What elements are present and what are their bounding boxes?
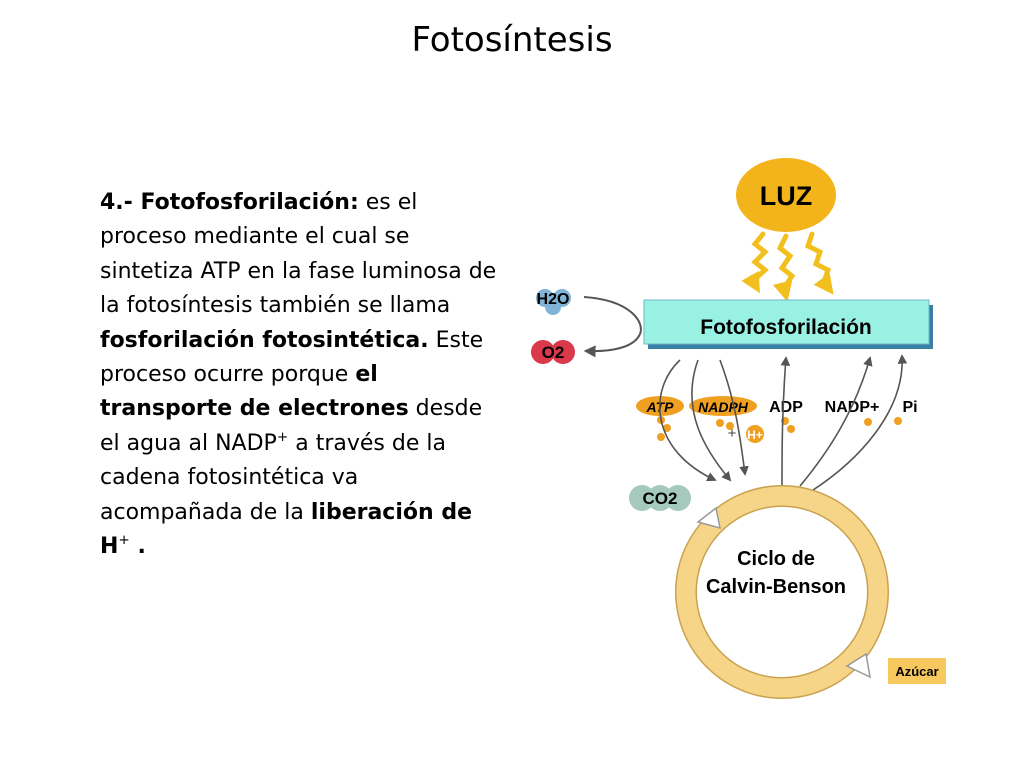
cycle-label-line2: Calvin-Benson	[706, 576, 846, 598]
azucar-box: Azúcar	[888, 658, 946, 684]
h2o-molecule: H2O	[536, 289, 571, 315]
definition-text: es el proceso mediante el cual se sintet…	[100, 190, 497, 319]
pi-molecule: Pi	[894, 399, 918, 425]
adp-molecule: ADP	[769, 399, 803, 433]
membrane-shape	[643, 299, 930, 345]
co2-label: CO2	[643, 489, 678, 508]
term-transporte-electrones: el transporte de electrones	[100, 362, 409, 422]
nadp-plus-molecule: NADP+	[825, 399, 880, 426]
h-plus-label: H+	[747, 428, 763, 442]
o2-molecule: O2	[531, 340, 575, 364]
nadp-plus-label: NADP+	[825, 399, 880, 416]
cycle-arrowhead-top	[696, 506, 721, 530]
return-arrows	[780, 354, 908, 493]
closing-period: .	[129, 534, 146, 560]
h-plus-ion: H+	[746, 425, 764, 443]
membrane-label: Fotofosforilación	[700, 316, 872, 339]
h-supply-arrow	[719, 359, 749, 476]
light-arrow-middle	[772, 233, 796, 302]
explanation-text: Este proceso ocurre porque	[100, 327, 484, 388]
chain-text: a través de la cadena fotosintética va a…	[100, 430, 446, 525]
cycle-label-line1: Ciclo de	[737, 548, 815, 570]
adp-label: ADP	[769, 399, 803, 416]
nadph-molecule: NADPH	[689, 396, 757, 430]
pi-label: Pi	[902, 399, 917, 416]
sun-luz: LUZ	[736, 158, 836, 232]
nadph-supply-arrow	[691, 359, 732, 482]
term-fosforilacion-fotosintetica: fosforilación fotosintética.	[100, 327, 429, 353]
light-arrow-right	[804, 231, 834, 295]
body-text: 4.- Fotofosforilación: es el proceso med…	[100, 186, 500, 564]
co2-molecule: CO2	[629, 485, 691, 511]
h2o-label: H2O	[537, 291, 570, 308]
cycle-ring	[676, 486, 888, 698]
pi-return-arrow	[809, 354, 908, 493]
light-arrow-left	[741, 231, 769, 294]
nadp-text: desde el agua al NADP	[100, 396, 483, 456]
adp-return-arrow	[780, 356, 791, 486]
product-shape	[888, 658, 946, 684]
calvin-cycle: Ciclo de Calvin-Benson	[675, 485, 889, 699]
sun-shape	[736, 158, 836, 232]
heading-fotofosforilacion: 4.- Fotofosforilación:	[100, 190, 359, 215]
atp-supply-arrow	[659, 359, 717, 482]
water-to-oxygen-arrow	[583, 296, 642, 358]
plus-sign: +	[728, 425, 737, 442]
luz-label: LUZ	[760, 181, 812, 211]
photophosphorylation-diagram: LUZ Fotofosforilación H2O O2 ATP NADPH	[531, 158, 946, 699]
fotofosforilacion-box: Fotofosforilación	[643, 299, 933, 349]
supply-arrows	[659, 359, 749, 482]
slide-title: Fotosíntesis	[411, 20, 613, 60]
o2-label: O2	[542, 343, 565, 362]
cycle-arrowhead-bottom	[845, 652, 871, 679]
h-superscript: +	[118, 532, 130, 549]
light-arrows	[741, 231, 834, 302]
term-liberacion-h: liberación de H	[100, 499, 472, 560]
nadp-superscript: +	[276, 428, 289, 445]
nadph-label: NADPH	[698, 399, 749, 415]
product-label: Azúcar	[895, 664, 938, 679]
nadp-return-arrow	[799, 356, 873, 487]
